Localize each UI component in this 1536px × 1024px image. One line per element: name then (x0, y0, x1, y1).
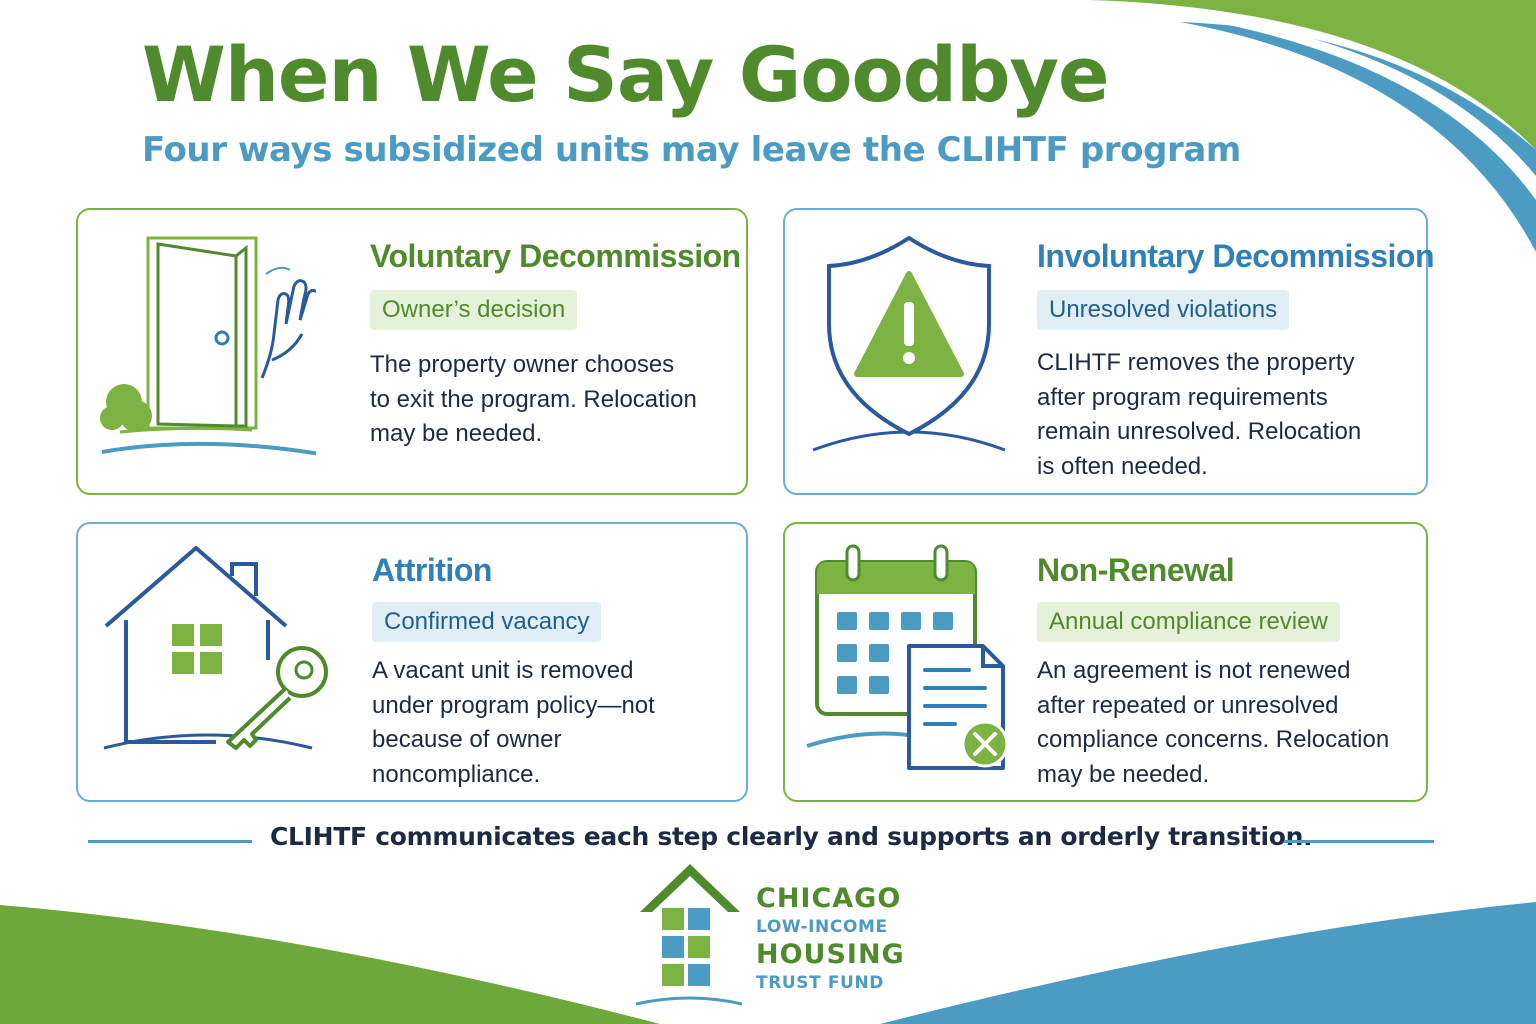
description-line: remain unresolved. Relocation (1037, 418, 1362, 445)
card-tag: Unresolved violations (1037, 290, 1290, 330)
card-description: An agreement is not renewed after repeat… (1037, 654, 1389, 792)
description-line: A vacant unit is removed (372, 657, 634, 684)
card-description: The property owner chooses to exit the p… (370, 348, 697, 452)
description-line: after program requirements (1037, 383, 1328, 411)
description-line: after repeated or unresolved (1037, 691, 1339, 719)
description-line: The property owner chooses (370, 351, 675, 378)
description-line: under program policy—not (372, 691, 655, 719)
top-right-blue-swoosh (1180, 22, 1536, 252)
divider-right (1284, 840, 1434, 843)
description-line: may be needed. (370, 420, 543, 447)
card-heading: Attrition (372, 552, 492, 588)
card-involuntary-decommission: Involuntary Decommission Unresolved viol… (783, 208, 1434, 495)
description-line: An agreement is not renewed (1037, 657, 1351, 684)
bottom-left-green-swoosh (0, 905, 660, 1024)
footer-tagline: CLIHTF communicates each step clearly an… (270, 822, 1313, 851)
description-line: to exit the program. Relocation (370, 385, 697, 413)
house-key-icon (103, 546, 328, 750)
card-tag: Confirmed vacancy (372, 602, 602, 642)
housing-trust-logo-icon (635, 864, 743, 1006)
description-line: CLIHTF removes the property (1037, 349, 1355, 376)
description-line: is often needed. (1037, 452, 1208, 480)
logo-line-low-income: LOW-INCOME (756, 917, 888, 937)
bottom-right-blue-swoosh (880, 902, 1536, 1024)
divider-left (88, 840, 252, 843)
card-attrition: Attrition Confirmed vacancy A vacant uni… (76, 522, 748, 802)
description-line: because of owner (372, 726, 562, 753)
logo-line-housing: HOUSING (756, 939, 905, 970)
description-line: may be needed. (1037, 760, 1210, 788)
logo-line-trust-fund: TRUST FUND (756, 973, 885, 993)
description-line: compliance concerns. Relocation (1037, 726, 1390, 753)
card-heading: Involuntary Decommission (1037, 238, 1434, 274)
card-non-renewal: Non-Renewal Annual compliance review An … (783, 522, 1428, 802)
card-tag: Annual compliance review (1037, 602, 1340, 642)
top-right-green-swoosh (1090, 0, 1536, 150)
logo-wordmark: CHICAGO LOW-INCOME HOUSING TRUST FUND (756, 884, 905, 996)
card-tag: Owner’s decision (370, 290, 578, 330)
description-line: noncompliance. (372, 760, 541, 788)
door-wave-icon (100, 236, 316, 456)
card-heading: Voluntary Decommission (370, 238, 741, 274)
top-right-white-gap (1120, 8, 1536, 200)
logo-line-chicago: CHICAGO (756, 883, 902, 914)
card-description: CLIHTF removes the property after progra… (1037, 346, 1361, 484)
card-description: A vacant unit is removed under program p… (372, 654, 655, 792)
page-title: When We Say Goodbye (142, 30, 1110, 119)
shield-warning-icon (812, 235, 1006, 452)
card-voluntary-decommission: Voluntary Decommission Owner’s decision … (76, 208, 748, 495)
calendar-document-icon (806, 544, 1009, 770)
card-heading: Non-Renewal (1037, 552, 1235, 588)
page-subtitle: Four ways subsidized units may leave the… (142, 130, 1241, 170)
